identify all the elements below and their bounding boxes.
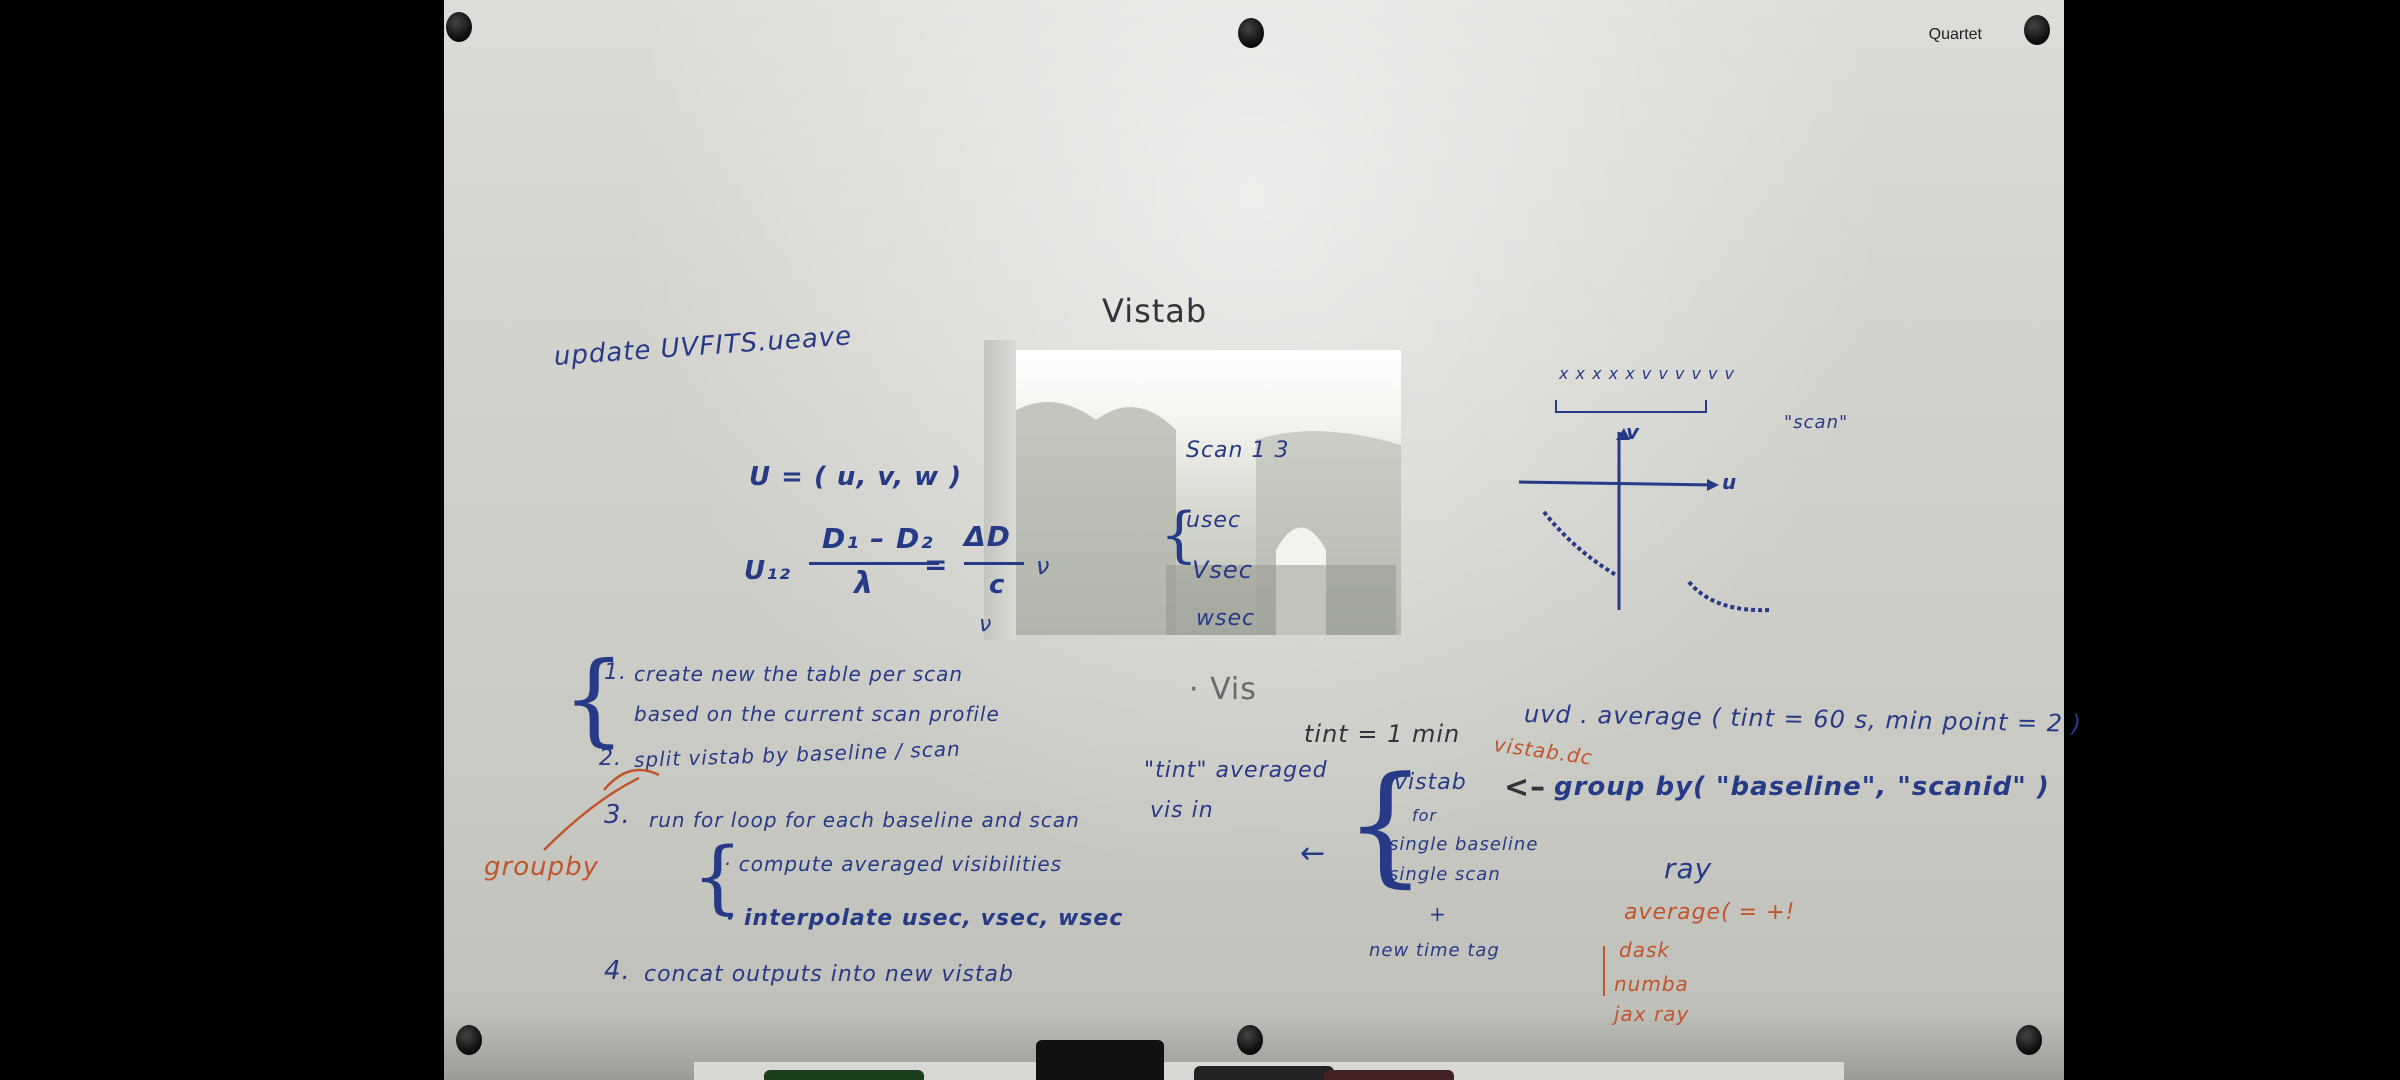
equation-numerator2: ΔD <box>964 520 1011 553</box>
uv-axes-sketch <box>543 400 1770 996</box>
steps-brace: { <box>562 640 626 757</box>
magnet-bottom-right <box>2016 1025 2042 1055</box>
center-list-item-3: wsec <box>1196 606 1256 631</box>
red-list-3: numba <box>1614 972 1689 996</box>
vistab-line-3: single baseline <box>1389 834 1539 855</box>
center-list-header: Scan 1 3 <box>1186 438 1290 463</box>
equation-line1: U = ( u, v, w ) <box>749 462 963 492</box>
step-4-line-1: concat outputs into new vistab <box>644 962 1014 987</box>
window-frame-left <box>984 340 1016 640</box>
equation-denominator2: c <box>989 570 1006 600</box>
tint-label: tint = 1 min <box>1304 720 1461 748</box>
board-title: Vistab <box>1102 292 1208 330</box>
red-list-2: dask <box>1619 938 1670 962</box>
red-list-1: average( = +! <box>1624 900 1796 925</box>
vistab-line-6: new time tag <box>1369 940 1500 961</box>
step-1-line-1: create new the table per scan <box>634 662 964 686</box>
marker-3 <box>1324 1070 1454 1080</box>
step-1-number: 1. <box>604 660 627 685</box>
magnet-bottom-left <box>456 1025 482 1055</box>
axis-v-label: v <box>1626 420 1641 444</box>
substep-2: · interpolate usec, vsec, wsec <box>726 906 1124 931</box>
averaged-line-1: "tint" averaged <box>1144 758 1328 783</box>
window-reflection <box>1016 350 1401 635</box>
vistab-line-4: single scan <box>1389 864 1501 885</box>
scan-label: "scan" <box>1784 412 1849 433</box>
equation-lhs: U₁₂ <box>744 556 791 586</box>
brand-logo: Quartet <box>1928 26 1982 43</box>
axis-u-label: u <box>1722 470 1738 494</box>
vistab-brace: { <box>1344 748 1427 900</box>
substep-1: · compute averaged visibilities <box>724 852 1063 876</box>
magnet-bottom-center <box>1237 1025 1263 1055</box>
center-list-item-1: usec <box>1186 508 1242 533</box>
vistab-line-2: for <box>1412 806 1437 825</box>
equation-denominator: λ <box>854 566 874 601</box>
magnet-top-center <box>1238 18 1264 48</box>
ray-label: ray <box>1664 852 1713 885</box>
marker-1 <box>764 1070 924 1080</box>
equation-numerator: D₁ – D₂ <box>822 522 934 555</box>
center-list-brace: { <box>1160 500 1199 570</box>
step-1-line-2: based on the current scan profile <box>634 702 1000 726</box>
marker-2 <box>1194 1066 1334 1080</box>
groupby-label: groupby <box>484 852 599 882</box>
group-by-arrow-icon: <– <box>1504 770 1547 805</box>
top-right-row: x x x x x v v v v v v <box>1559 364 1736 383</box>
vistab-line-1: vistab <box>1394 770 1467 795</box>
equation-fraction-line <box>809 562 939 565</box>
step-3-line-1: run for loop for each baseline and scan <box>649 808 1080 832</box>
whiteboard: Quartet Vistab update UVFITS.ueave U = (… <box>444 0 2082 1080</box>
magnet-top-right <box>2024 15 2050 45</box>
substeps-brace: { <box>692 830 743 923</box>
center-list-item-2: Vsec <box>1192 556 1253 584</box>
equation-tail: ν <box>1036 552 1051 580</box>
eraser <box>1036 1040 1164 1080</box>
step-4-number: 4. <box>604 956 631 986</box>
center-list-vis: · Vis <box>1189 672 1257 707</box>
arrow-left-icon: ← <box>1300 836 1327 871</box>
equation-denominator2b: ν <box>979 612 993 637</box>
vistab-line-5: + <box>1429 902 1447 926</box>
group-by-line: group by( "baseline", "scanid" ) <box>1554 772 2050 802</box>
equation-equals: = <box>924 548 949 581</box>
red-list-4: jax ray <box>1614 1002 1690 1026</box>
magnet-top-left <box>446 12 472 42</box>
step-3-number: 3. <box>604 800 631 830</box>
step-2-number: 2. <box>599 746 622 771</box>
averaged-line-2: vis in <box>1150 798 1214 823</box>
equation-fraction-line2 <box>964 562 1024 565</box>
